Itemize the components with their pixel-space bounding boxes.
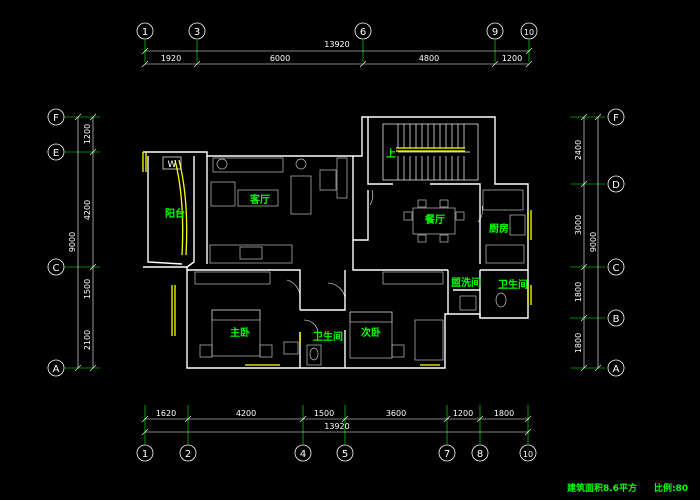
stair-up-label: 上 <box>386 147 396 160</box>
axis-label-top-6: 6 <box>360 27 366 38</box>
axis-label-top-9: 9 <box>492 27 498 38</box>
top-dim-2: 6000 <box>270 54 290 63</box>
left-dim-3: 1500 <box>83 279 92 299</box>
staircase <box>382 123 479 181</box>
dimension-lines <box>74 47 602 436</box>
axis-label-right-d: D <box>612 180 620 191</box>
right-dim-1: 2400 <box>574 140 583 160</box>
left-dim-2: 4200 <box>83 200 92 220</box>
axis-label-bottom-8: 8 <box>477 449 483 460</box>
room-label-kitchen: 厨房 <box>489 222 509 235</box>
top-total-dim: 13920 <box>324 40 349 49</box>
bottom-total-dim: 13920 <box>324 422 349 431</box>
axis-label-right-a: A <box>613 364 620 375</box>
axis-label-right-b: B <box>613 314 620 325</box>
walls <box>143 116 529 369</box>
right-total-dim: 9000 <box>589 232 598 252</box>
room-label-second-bedroom: 次卧 <box>361 326 381 339</box>
axis-label-bottom-4: 4 <box>300 449 306 460</box>
axis-label-top-3: 3 <box>194 27 200 38</box>
axis-label-bottom-5: 5 <box>342 449 348 460</box>
axis-label-left-f: F <box>53 113 59 124</box>
right-dim-4: 1800 <box>574 333 583 353</box>
axis-label-left-a: A <box>53 364 60 375</box>
room-label-master-bedroom: 主卧 <box>230 326 250 339</box>
bottom-dim-3: 1500 <box>314 409 334 418</box>
bottom-dim-6: 1800 <box>494 409 514 418</box>
right-dim-3: 1800 <box>574 282 583 302</box>
axis-label-left-c: C <box>53 263 60 274</box>
room-label-bathroom-right: 卫生间 <box>498 278 528 291</box>
area-note: 建筑面积8.6平方 <box>567 482 637 494</box>
axis-label-right-f: F <box>613 113 619 124</box>
axis-label-bottom-7: 7 <box>444 449 450 460</box>
axis-grid-lines <box>65 40 605 444</box>
axis-label-right-c: C <box>613 263 620 274</box>
right-dim-2: 3000 <box>574 215 583 235</box>
axis-bubbles <box>47 22 625 462</box>
room-label-living: 客厅 <box>249 193 270 206</box>
room-label-washroom: 盥洗间 <box>451 276 481 289</box>
axis-label-bottom-1: 1 <box>142 449 148 460</box>
top-dim-1: 1920 <box>161 54 181 63</box>
bottom-dim-2: 4200 <box>236 409 256 418</box>
bottom-dim-1: 1620 <box>156 409 176 418</box>
bottom-dim-5: 1200 <box>453 409 473 418</box>
axis-label-bottom-10: 10 <box>523 450 533 459</box>
axis-label-bottom-2: 2 <box>185 449 191 460</box>
left-dim-4: 2100 <box>83 330 92 350</box>
room-label-bathroom-middle: 卫生间 <box>313 330 343 343</box>
axis-label-top-10: 10 <box>524 28 534 37</box>
furniture <box>194 157 526 366</box>
axis-label-top-1: 1 <box>142 27 148 38</box>
top-dim-4: 1200 <box>502 54 522 63</box>
scale-note: 比例:80 <box>654 482 688 494</box>
room-label-dining: 餐厅 <box>424 213 445 226</box>
w-tag-label: W <box>168 160 177 170</box>
bottom-dim-4: 3600 <box>386 409 406 418</box>
top-dim-3: 4800 <box>419 54 439 63</box>
left-total-dim: 9000 <box>68 232 77 252</box>
doors <box>286 189 483 333</box>
axis-label-left-e: E <box>53 148 59 159</box>
w-tag-box <box>162 156 182 170</box>
room-label-balcony: 阳台 <box>165 207 185 220</box>
left-dim-1: 1200 <box>83 124 92 144</box>
